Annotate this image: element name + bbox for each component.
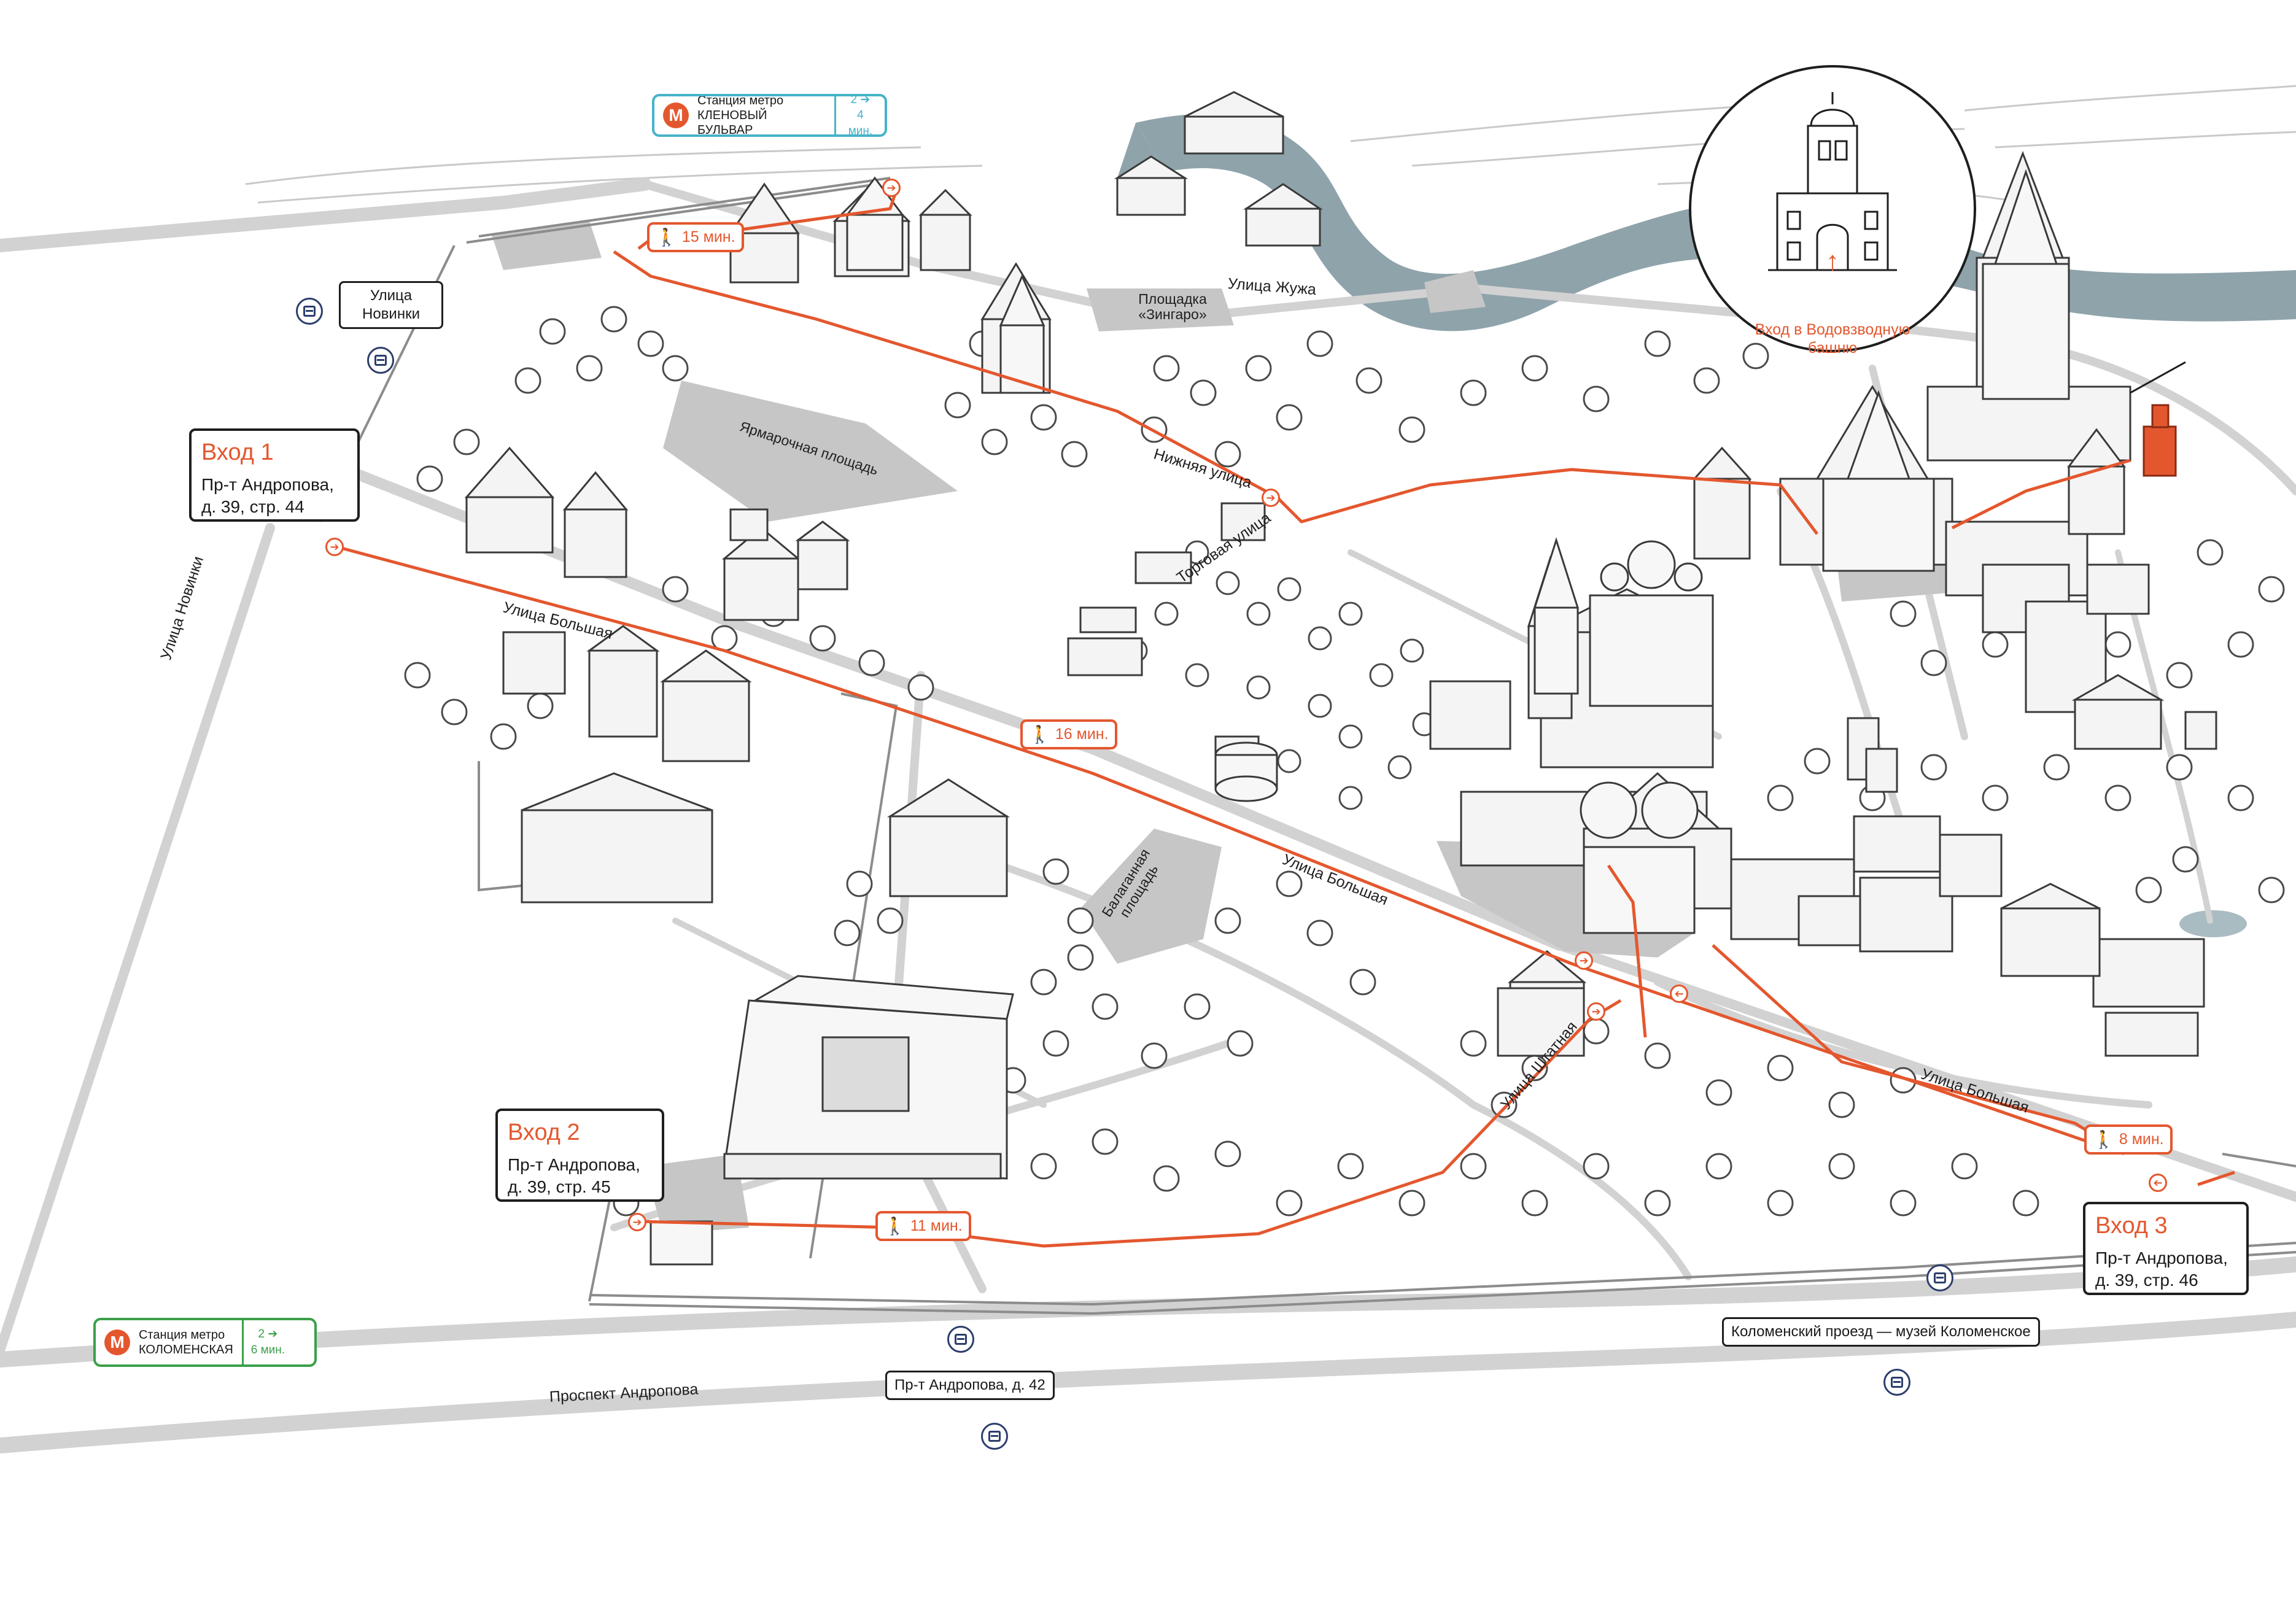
entrance-3-address: Пр-т Андропова, д. 39, стр. 46 [2095,1248,2228,1290]
metro-klenovy-label: Станция метро [697,94,784,107]
walk-icon: 🚶 [656,227,677,247]
metro-klenovy-time-top: 2 ➔ [850,94,871,106]
route-arrow-dot: ➔ [2149,1174,2167,1192]
walk-icon: 🚶 [2093,1129,2114,1149]
walk-time-south: 🚶 11 мин. [875,1211,971,1241]
entrance-1-title: Вход 1 [201,439,274,465]
metro-kolomenskaya-text: Станция метро КОЛОМЕНСКАЯ [139,1328,242,1357]
exhibition-pavilion [650,975,1014,1266]
metro-kolomenskaya-time-bottom: 6 мин. [250,1344,285,1356]
route-arrow-dot: ➔ [1587,1002,1605,1021]
inset-circle [1689,65,1976,352]
walk-icon: 🚶 [884,1216,906,1236]
bus-icon[interactable] [1883,1369,1910,1396]
walk-icon: 🚶 [1029,724,1050,744]
bus-icon[interactable] [947,1326,974,1353]
metro-klenovy-station: КЛЕНОВЫЙ БУЛЬВАР [697,109,767,137]
bus-stop-andropova42-label[interactable]: Пр-т Андропова, д. 42 [885,1371,1055,1400]
route-arrow-dot: ➔ [1262,489,1280,507]
trees [404,306,2285,1217]
metro-klenovy-text: Станция метро КЛЕНОВЫЙ БУЛЬВАР [697,94,834,137]
bus-icon[interactable] [981,1423,1008,1450]
bus-icon[interactable] [367,347,394,374]
bus-stop-novinki-label[interactable]: Улица Новинки [339,281,443,329]
metro-kolomenskaya-label: Станция метро [139,1328,225,1342]
metro-kolomenskaya-time: 2 ➔ 6 мин. [241,1320,292,1364]
churches [845,169,2070,934]
rotunda [1214,741,1278,802]
metro-klenovy-time: 2 ➔ 4 мин. [834,96,885,134]
bus-icon[interactable] [1926,1264,1953,1291]
walk-time-north: 🚶 15 мин. [647,222,744,252]
pond [2179,910,2247,937]
roads [0,177,2296,1453]
walk-time-center: 🚶 16 мин. [1020,719,1117,749]
metro-m-icon: М [663,103,689,128]
metro-kolomenskaya-time-top: 2 ➔ [258,1328,278,1341]
entrance-2-address: Пр-т Андропова, д. 39, стр. 45 [508,1155,640,1197]
route-arrow-dot: ➔ [1575,951,1593,970]
route-arrow-dot: ➔ [1670,985,1688,1003]
bus-icon[interactable] [296,298,323,325]
route-arrow-dot: ➔ [325,538,344,556]
entrance-1-address: Пр-т Андропова, д. 39, стр. 44 [201,474,334,517]
inset-caption: Вход в Водовзводную башню [1755,321,1910,357]
entrance-3-callout[interactable]: Вход 3 Пр-т Андропова, д. 39, стр. 46 [2083,1202,2249,1295]
metro-klenovy-bulvar[interactable]: М Станция метро КЛЕНОВЫЙ БУЛЬВАР 2 ➔ 4 м… [652,94,887,137]
route-arrow-dot: ➔ [628,1213,646,1231]
inset-arrow: ↑ [1826,246,1839,276]
bus-stop-kolomensky-label[interactable]: Коломенский проезд — музей Коломенское [1722,1317,2040,1347]
entrance-3-title: Вход 3 [2095,1213,2168,1239]
entrance-2-title: Вход 2 [508,1120,580,1145]
walk-time-east-text: 8 мин. [2119,1131,2164,1148]
walk-time-north-text: 15 мин. [681,228,735,246]
metro-klenovy-time-bottom: 4 мин. [848,109,873,137]
route-arrow-dot: ➔ [882,179,901,197]
metro-m-icon: М [104,1329,130,1355]
walk-time-center-text: 16 мин. [1055,726,1109,743]
water-tower-highlight [2130,361,2186,477]
metro-kolomenskaya-station: КОЛОМЕНСКАЯ [139,1343,233,1356]
water-tower-icon [1768,92,1897,271]
walk-time-east: 🚶 8 мин. [2084,1124,2173,1155]
entrance-1-callout[interactable]: Вход 1 Пр-т Андропова, д. 39, стр. 44 [189,428,360,522]
plaza-label-zingaro: Площадка «Зингаро» [1138,291,1207,323]
metro-kolomenskaya[interactable]: М Станция метро КОЛОМЕНСКАЯ 2 ➔ 6 мин. [93,1318,317,1367]
walk-time-south-text: 11 мин. [910,1217,963,1234]
entrance-2-callout[interactable]: Вход 2 Пр-т Андропова, д. 39, стр. 45 [495,1109,664,1202]
